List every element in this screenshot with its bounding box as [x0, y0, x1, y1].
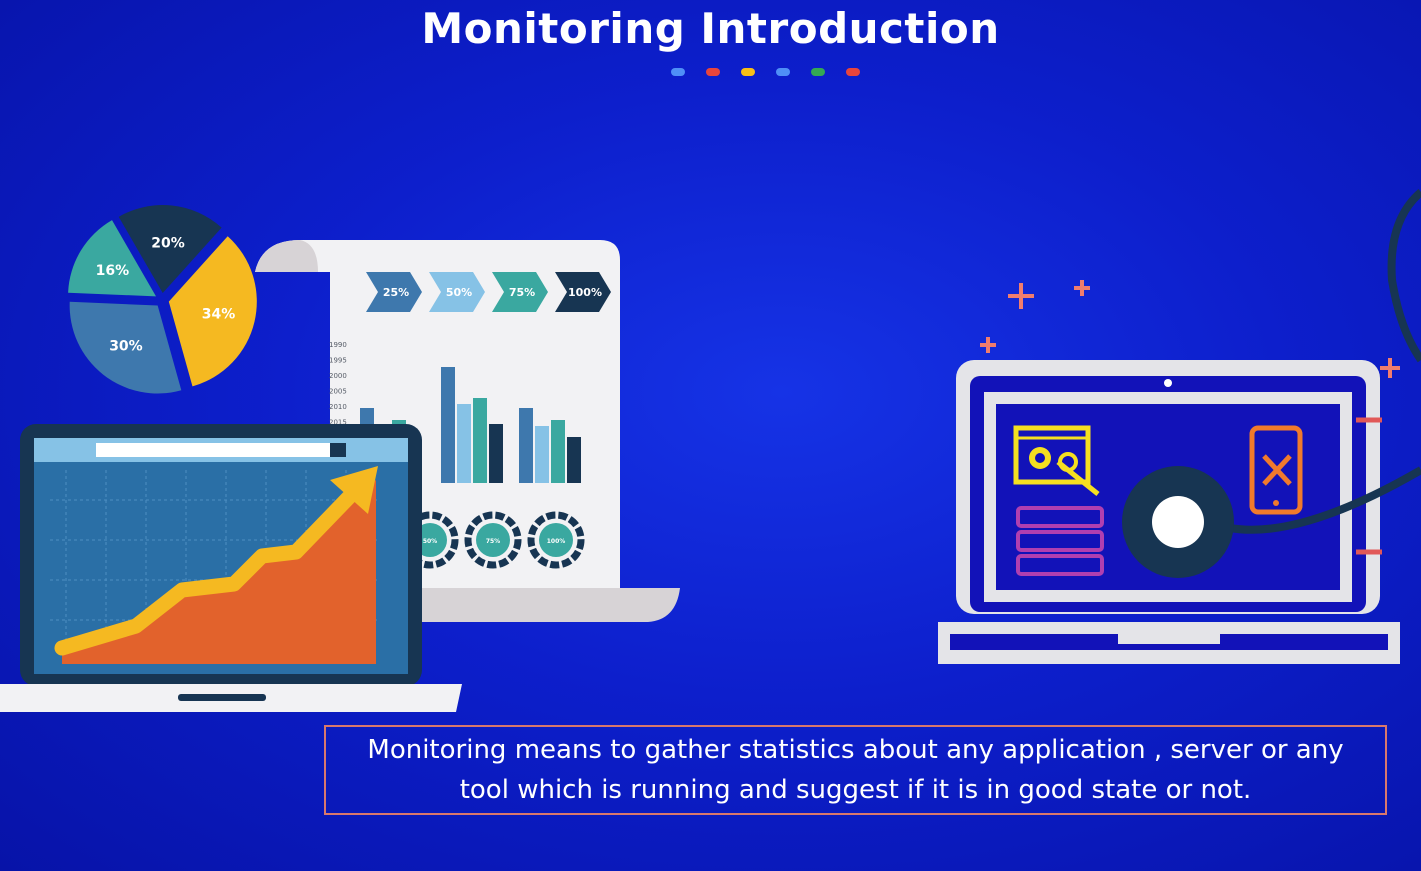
pie-slice [69, 301, 182, 394]
year-label: 2015 [329, 419, 347, 427]
caption-box: Monitoring means to gather statistics ab… [324, 725, 1387, 815]
laptop-monitoring-icon [938, 360, 1421, 664]
doc-bar [551, 420, 565, 483]
doc-bar [519, 408, 533, 483]
plus-icon [980, 280, 1400, 378]
decorative-dots [671, 68, 861, 78]
year-label: 2010 [329, 403, 347, 411]
pie-slice [168, 236, 257, 387]
year-label: 1990 [329, 341, 347, 349]
year-axis: 1990 1995 2000 2005 2010 2015 [329, 341, 347, 427]
doc-bar [457, 404, 471, 483]
progress-step-chevron [429, 272, 485, 312]
decor-dot [706, 68, 720, 76]
pie-slice-label: 30% [109, 338, 143, 354]
donut-label: 50% [423, 538, 437, 545]
growth-arrow-line [54, 486, 360, 656]
donut-ring [527, 511, 585, 569]
pie-slice-label: 20% [151, 235, 185, 251]
progress-step-label: 100% [568, 286, 602, 299]
doc-bar [489, 424, 503, 483]
donut-center [539, 523, 573, 557]
server-rack-icon [1016, 506, 1104, 576]
doc-bar [473, 398, 487, 483]
progress-step-chevron [366, 272, 422, 312]
decor-dot [811, 68, 825, 76]
stethoscope-icon [1122, 466, 1421, 578]
progress-step-label: 25% [383, 286, 409, 299]
doc-bar [567, 437, 581, 483]
donut-label: 75% [486, 538, 500, 545]
decor-dot [846, 68, 860, 76]
stethoscope-tube [1387, 188, 1421, 363]
caption-text: Monitoring means to gather statistics ab… [367, 735, 1344, 805]
donut-label: 100% [547, 538, 566, 545]
growth-area [62, 480, 376, 664]
donut-gauges: 50% 75% 100% [401, 511, 585, 569]
year-label: 1995 [329, 357, 347, 365]
phone-tools-icon [1249, 425, 1303, 515]
progress-step-label: 75% [509, 286, 535, 299]
progress-steps: 25% 50% 75% 100% [366, 272, 611, 312]
decor-dot [671, 68, 685, 76]
pie-slice [68, 220, 157, 297]
decor-dot [741, 68, 755, 76]
pie-slice-label: 16% [96, 263, 130, 279]
slide-title: Monitoring Introduction [421, 4, 1000, 53]
decor-dot [776, 68, 790, 76]
laptop-growth-chart-icon [0, 424, 462, 712]
pie-slice [118, 205, 222, 294]
doc-bar [441, 367, 455, 483]
progress-step-label: 50% [446, 286, 472, 299]
growth-arrow-head [330, 466, 378, 514]
year-label: 2005 [329, 388, 347, 396]
pie-chart-icon: 20% 34% 30% 16% [68, 205, 257, 394]
year-label: 2000 [329, 372, 347, 380]
pie-slice-label: 34% [202, 306, 236, 322]
progress-step-chevron [555, 272, 611, 312]
doc-bar [535, 426, 549, 483]
donut-ring [464, 511, 522, 569]
settings-window-icon [1013, 425, 1100, 496]
progress-step-chevron [492, 272, 548, 312]
donut-center [476, 523, 510, 557]
